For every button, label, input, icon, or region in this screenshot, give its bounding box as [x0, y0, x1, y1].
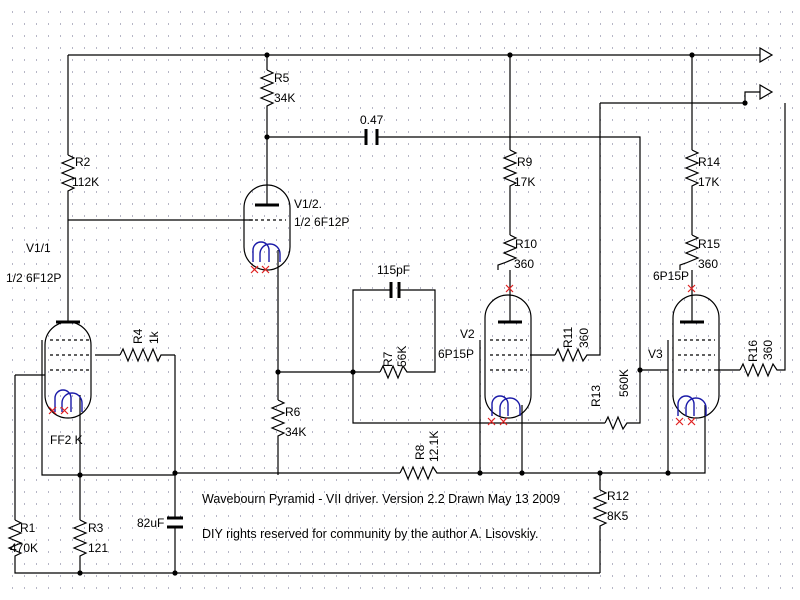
r14-value: 17K — [698, 175, 719, 189]
r4-designator: R4 — [131, 328, 145, 344]
r1-value: 470K — [10, 541, 38, 555]
tube-v2 — [484, 290, 532, 419]
v12-type: 1/2 6F12P — [294, 215, 349, 229]
v11-type: 1/2 6F12P — [6, 271, 61, 285]
c1-symbol — [364, 129, 379, 145]
v2-type: 6P15P — [438, 347, 474, 361]
r8-value: 12.1K — [427, 431, 441, 462]
r16-designator: R16 — [746, 340, 760, 362]
output-arrows — [759, 46, 774, 101]
r11-value: 360 — [577, 328, 591, 348]
r6-symbol — [270, 399, 286, 440]
c2-symbol — [389, 282, 401, 298]
labels: R2 112K R5 34K R9 17K R10 360 R14 17K R1… — [6, 71, 775, 555]
c2-value: 115pF — [377, 263, 410, 277]
r1-designator: R1 — [20, 521, 36, 535]
tube-v1-1 — [44, 318, 92, 419]
tube-v1-2 — [243, 180, 291, 271]
rights-note: DIY rights reserved for community by the… — [202, 527, 538, 541]
title-note: Wavebourn Pyramid - VII driver. Version … — [202, 492, 560, 506]
c3-value: 82uF — [137, 516, 164, 530]
r3-symbol — [72, 519, 88, 560]
output-arrow-1 — [759, 46, 774, 64]
resistors — [7, 69, 780, 560]
v11-designator: V1/1 — [26, 241, 51, 255]
r11-designator: R11 — [561, 327, 575, 348]
capacitors — [167, 129, 401, 529]
r9-value: 17K — [514, 175, 535, 189]
r10-designator: R10 — [515, 237, 537, 251]
v3-type: 6P15P — [653, 269, 689, 283]
r7-designator: R7 — [381, 351, 395, 367]
r5-symbol — [259, 69, 275, 110]
r2-symbol — [60, 154, 76, 195]
r15-value: 360 — [698, 257, 718, 271]
r2-designator: R2 — [75, 155, 91, 169]
r9-symbol — [502, 149, 518, 195]
r4-symbol — [119, 347, 175, 363]
r5-value: 34K — [274, 91, 295, 105]
output-arrow-2 — [759, 83, 774, 101]
wires — [14, 54, 786, 574]
r10-symbol — [497, 234, 518, 270]
c1-value: 0.47 — [360, 113, 384, 127]
ff-label: FF2 K — [50, 433, 83, 447]
r3-value: 121 — [88, 541, 108, 555]
v2-designator: V2 — [460, 327, 475, 341]
r13-symbol — [604, 415, 630, 431]
r9-designator: R9 — [517, 155, 533, 169]
r12-value: 8K5 — [607, 509, 629, 523]
r6-designator: R6 — [285, 405, 301, 419]
v3-designator: V3 — [648, 347, 663, 361]
r14-designator: R14 — [698, 155, 720, 169]
r12-symbol — [592, 489, 608, 530]
v12-designator: V1/2. — [294, 197, 322, 211]
r8-symbol — [399, 465, 440, 481]
r16-symbol — [739, 362, 780, 378]
r2-value: 112K — [72, 175, 99, 189]
r7-value: 56K — [395, 346, 409, 367]
r3-designator: R3 — [88, 521, 104, 535]
junctions — [77, 52, 748, 576]
r15-symbol — [679, 234, 700, 270]
r6-value: 34K — [285, 425, 306, 439]
r7-symbol — [379, 364, 410, 380]
r13-designator: R13 — [589, 385, 603, 407]
c3-symbol — [167, 516, 183, 529]
r16-value: 360 — [761, 340, 775, 360]
r4-value: 1k — [147, 330, 161, 344]
r12-designator: R12 — [607, 489, 629, 503]
r13-value: 560K — [617, 369, 631, 397]
r11-symbol — [554, 347, 590, 363]
r5-designator: R5 — [274, 71, 290, 85]
r10-value: 360 — [514, 257, 534, 271]
pin-marks — [48, 265, 696, 426]
r15-designator: R15 — [698, 237, 720, 251]
r8-designator: R8 — [413, 444, 427, 460]
tube-v3 — [672, 290, 720, 419]
r14-symbol — [684, 149, 700, 195]
r1-symbol — [7, 519, 23, 560]
